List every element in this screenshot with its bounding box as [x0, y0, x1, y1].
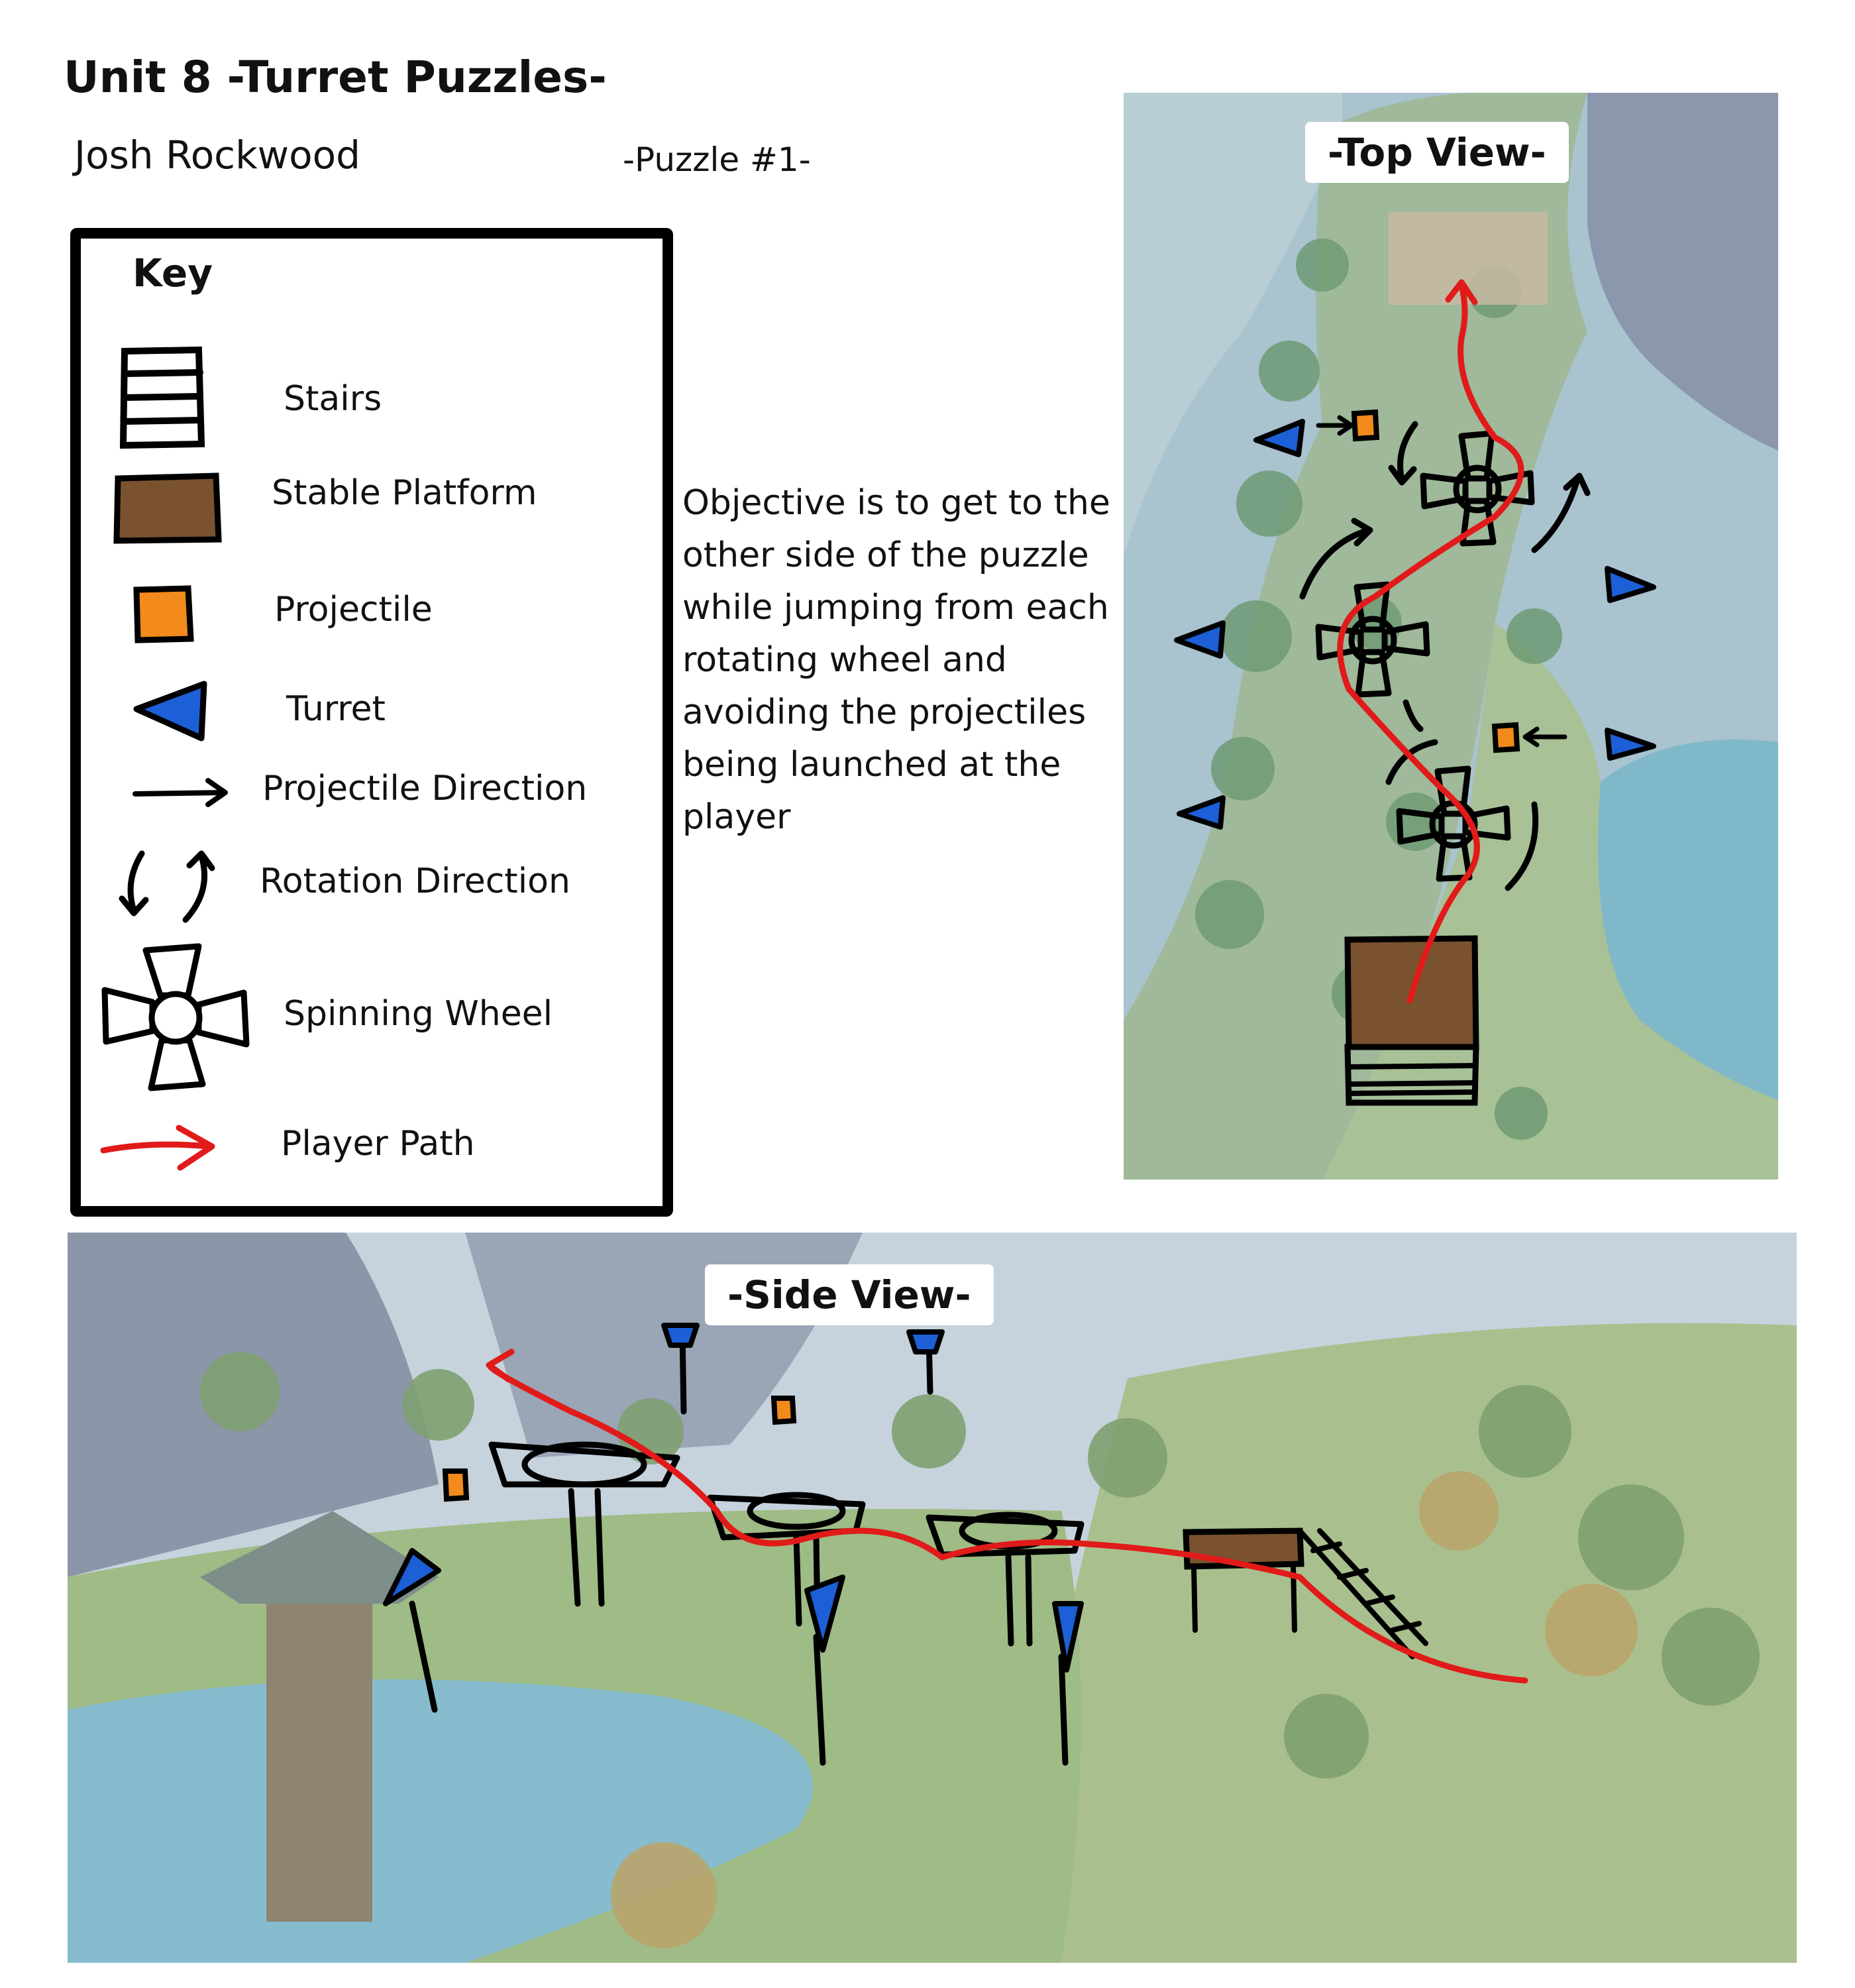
arrow-icon [132, 778, 228, 807]
top-view-label: -Top View- [1305, 122, 1569, 183]
stable-platform-icon [113, 472, 222, 544]
key-label-player-path: Player Path [281, 1124, 475, 1164]
key-label-rotation-direction: Rotation Direction [260, 861, 570, 901]
key-label-stairs: Stairs [284, 379, 382, 419]
side-view-annotations [383, 1323, 1528, 1766]
rotation-icon [119, 850, 215, 923]
key-label-turret: Turret [286, 689, 386, 729]
top-view-annotations [1174, 279, 1656, 1106]
objective-text: Objective is to get to the other side of… [682, 483, 1110, 837]
player-path-icon [100, 1125, 215, 1171]
projectile-icon [133, 585, 194, 643]
author-name: Josh Rockwood [74, 133, 360, 178]
key-panel [70, 228, 673, 1217]
key-label-projectile: Projectile [274, 590, 433, 630]
side-view-panel: -Side View- [68, 1233, 1797, 1963]
top-view-panel: -Top View- [1124, 93, 1778, 1180]
turret-icon [133, 681, 207, 742]
key-label-stable-platform: Stable Platform [272, 473, 537, 513]
page-title: Unit 8 -Turret Puzzles- [64, 52, 607, 103]
spinning-wheel-icon [101, 943, 250, 1091]
key-label-spinning-wheel: Spinning Wheel [284, 994, 553, 1034]
key-title: Key [132, 250, 213, 296]
stairs-icon [119, 346, 205, 449]
puzzle-label: -Puzzle #1- [623, 140, 811, 179]
key-label-projectile-direction: Projectile Direction [262, 769, 588, 808]
side-view-label: -Side View- [705, 1264, 994, 1325]
